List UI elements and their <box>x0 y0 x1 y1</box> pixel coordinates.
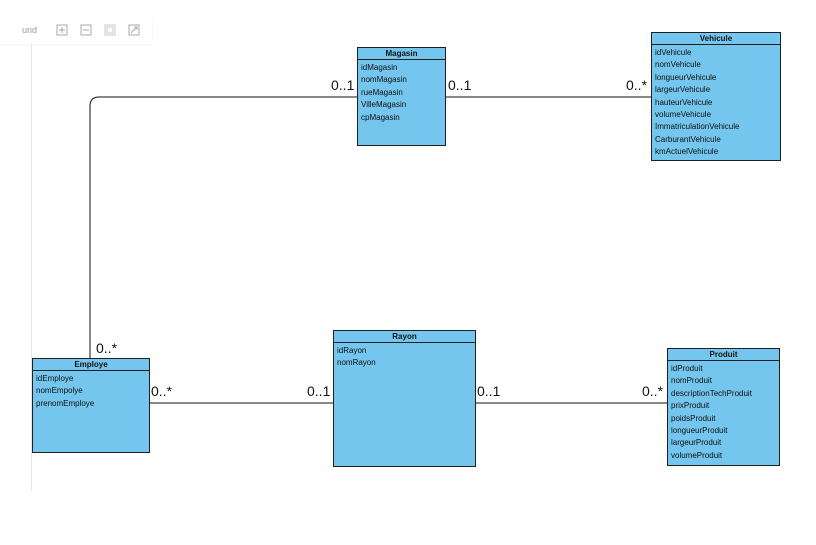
entity-title: Employe <box>33 359 149 371</box>
attribute: largeurVehicule <box>655 85 711 95</box>
attribute: rueMagasin <box>361 87 403 97</box>
zoom-in-icon[interactable] <box>55 23 69 37</box>
entity-produit[interactable]: Produit idProduit nomProduit description… <box>667 348 780 466</box>
attribute: nomVehicule <box>655 60 701 70</box>
entity-title: Magasin <box>358 48 445 60</box>
multiplicity-employe-right: 0..* <box>151 383 173 399</box>
zoom-out-icon[interactable] <box>79 23 93 37</box>
entity-employe[interactable]: Employe idEmploye nomEmpolye prenomEmplo… <box>32 358 150 453</box>
connector-magasin-employe <box>89 96 357 358</box>
attribute-list: idEmploye nomEmpolye prenomEmploye <box>33 371 149 410</box>
attribute: VilleMagasin <box>361 100 407 110</box>
attribute: nomProduit <box>671 376 712 386</box>
attribute: hauteurVehicule <box>655 97 713 107</box>
entity-magasin[interactable]: Magasin idMagasin nomMagasin rueMagasin … <box>357 47 446 146</box>
attribute: prenomEmploye <box>36 398 95 408</box>
toolbar-label: und <box>22 25 38 35</box>
attribute-list: idVehicule nomVehicule longueurVehicule … <box>652 45 780 159</box>
multiplicity-employe-top: 0..* <box>96 340 118 356</box>
entity-title: Produit <box>668 349 779 361</box>
multiplicity-magasin-right: 0..1 <box>448 77 472 93</box>
attribute: nomEmpolye <box>36 386 83 396</box>
attribute: idEmploye <box>36 374 74 383</box>
attribute-list: idRayon nomRayon <box>334 343 475 370</box>
attribute: idProduit <box>671 364 703 373</box>
attribute: idVehicule <box>655 48 692 57</box>
multiplicity-magasin-left: 0..1 <box>331 77 355 93</box>
multiplicity-vehicule-left: 0..* <box>626 77 648 93</box>
diagram-toolbar: und <box>0 16 152 44</box>
entity-rayon[interactable]: Rayon idRayon nomRayon <box>333 330 476 467</box>
attribute-list: idProduit nomProduit descriptionTechProd… <box>668 361 779 462</box>
attribute: kmActuelVehicule <box>655 147 719 157</box>
attribute-list: idMagasin nomMagasin rueMagasin VilleMag… <box>358 60 445 124</box>
attribute: longueurProduit <box>671 426 728 436</box>
attribute: volumeProduit <box>671 450 723 460</box>
multiplicity-rayon-right: 0..1 <box>477 383 501 399</box>
attribute: longueurVehicule <box>655 72 717 82</box>
attribute: prixProduit <box>671 401 710 411</box>
attribute: ImmatriculationVehicule <box>655 122 740 132</box>
fit-page-icon[interactable] <box>103 23 117 37</box>
canvas-edge <box>31 44 32 491</box>
attribute: largeurProduit <box>671 438 722 448</box>
attribute: cpMagasin <box>361 112 400 122</box>
attribute: descriptionTechProduit <box>671 388 752 398</box>
entity-title: Vehicule <box>652 33 780 45</box>
attribute: CarburantVehicule <box>655 134 721 144</box>
attribute: poidsProduit <box>671 413 716 423</box>
attribute: volumeVehicule <box>655 110 712 120</box>
actual-size-icon[interactable] <box>127 23 141 37</box>
attribute: nomRayon <box>337 358 376 368</box>
entity-title: Rayon <box>334 331 475 343</box>
attribute: idRayon <box>337 346 367 355</box>
attribute: nomMagasin <box>361 75 407 85</box>
attribute: idMagasin <box>361 63 398 72</box>
multiplicity-produit-left: 0..* <box>642 383 664 399</box>
entity-vehicule[interactable]: Vehicule idVehicule nomVehicule longueur… <box>651 32 781 161</box>
multiplicity-rayon-left: 0..1 <box>307 383 331 399</box>
